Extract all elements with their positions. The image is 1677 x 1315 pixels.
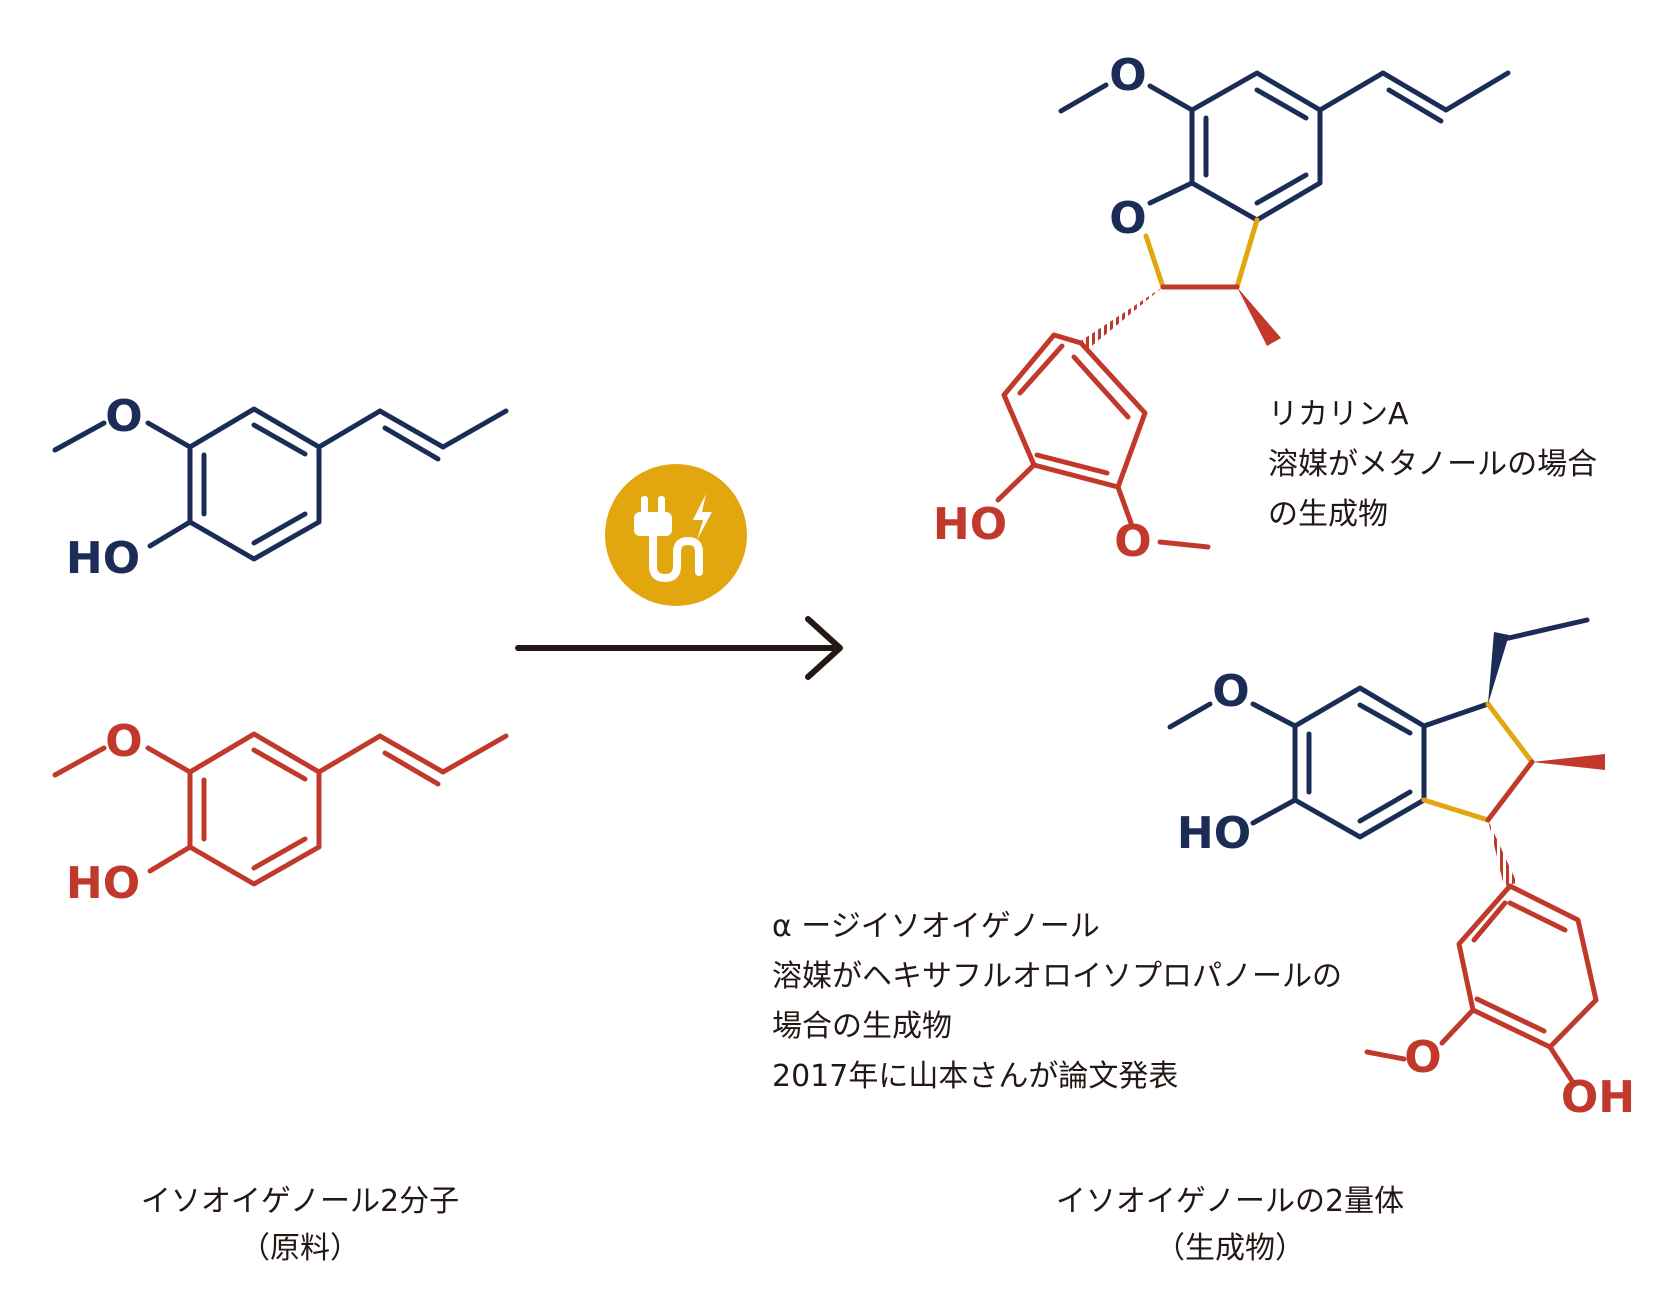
- oxygen-label: O: [1212, 666, 1249, 717]
- solvent-note-cont: の生成物: [1268, 497, 1388, 532]
- hydroxyl-label: HO: [933, 499, 1007, 550]
- oxygen-label: O: [105, 716, 142, 767]
- wedge-bond: [1532, 754, 1605, 770]
- publication-note: 2017年に山本さんが論文発表: [772, 1059, 1179, 1094]
- alpha-diisoeugenol-molecule: [1167, 617, 1599, 1084]
- hydroxyl-label: HO: [66, 533, 140, 584]
- wedge-bond: [1488, 632, 1509, 704]
- wedge-bond: [1237, 287, 1281, 346]
- solvent-note: 溶媒がヘキサフルオロイソプロパノールの: [772, 959, 1342, 994]
- reactant-caption-sub: （原料）: [240, 1231, 360, 1266]
- hydroxyl-label: HO: [1177, 808, 1251, 859]
- oxygen-label: O: [1109, 50, 1146, 101]
- product-name: リカリンA: [1268, 397, 1409, 432]
- product-caption-title: イソオイゲノールの2量体: [1055, 1184, 1405, 1219]
- oxygen-label: O: [1114, 516, 1151, 567]
- oxygen-label: O: [1404, 1032, 1441, 1083]
- diisoeugenol-note: α ージイソオイゲノール 溶媒がヘキサフルオロイソプロパノールの 場合の生成物 …: [772, 902, 1342, 1102]
- reactant-caption: イソオイゲノール2分子 （原料）: [80, 1178, 520, 1272]
- hydroxyl-label: OH: [1561, 1072, 1635, 1123]
- product-caption: イソオイゲノールの2量体 （生成物）: [1000, 1178, 1460, 1272]
- hydroxyl-label: HO: [66, 858, 140, 909]
- product-caption-sub: （生成物）: [1155, 1231, 1305, 1266]
- isoeugenol-molecule-2: [52, 731, 509, 887]
- licarin-a-molecule: [995, 70, 1511, 550]
- licarin-a-note: リカリンA 溶媒がメタノールの場合 の生成物: [1268, 390, 1597, 540]
- hashed-wedge-bond: [1076, 287, 1163, 349]
- solvent-note: 溶媒がメタノールの場合: [1268, 447, 1598, 482]
- oxygen-label: O: [1109, 193, 1146, 244]
- hashed-wedge-bond: [1488, 820, 1517, 886]
- oxygen-label: O: [105, 391, 142, 442]
- product-name: α ージイソオイゲノール: [772, 909, 1100, 944]
- plug-lightning-icon: [605, 464, 747, 606]
- solvent-note-cont: 場合の生成物: [772, 1009, 952, 1044]
- isoeugenol-molecule-1: [52, 406, 509, 562]
- reactant-caption-title: イソオイゲノール2分子: [140, 1184, 460, 1219]
- right-arrow-icon: [515, 616, 843, 680]
